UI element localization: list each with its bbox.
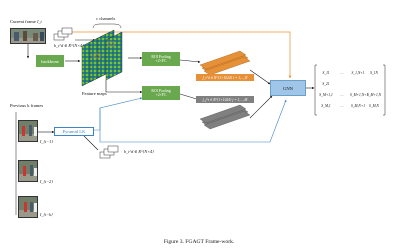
frame-t1-thumbnail bbox=[19, 121, 37, 141]
backbone-box: backbone bbox=[36, 55, 64, 67]
frame-t2-label: I_{t−2} bbox=[40, 179, 53, 184]
frame-tk-image bbox=[18, 196, 38, 218]
matrix-cell: S_1N bbox=[370, 70, 378, 75]
matrix-cell: S_M,N bbox=[369, 103, 379, 108]
matrix-row: S_11 … S_1,N+1 S_1N bbox=[318, 67, 382, 78]
matrix-cell: S_1,N+1 bbox=[351, 70, 365, 75]
blue-route-gnn bbox=[99, 99, 287, 143]
blue-route-roi2 bbox=[93, 97, 143, 131]
current-frame-label: Current frame I_t bbox=[10, 19, 42, 24]
matrix-cell: S_M+1,N+1 bbox=[350, 92, 369, 97]
bbox-stack-bottom bbox=[99, 145, 119, 159]
matrix-cell: … bbox=[340, 70, 344, 75]
gray-feature-stack bbox=[199, 104, 251, 130]
matrix-cell: S_M+1,N bbox=[366, 92, 382, 97]
c-channels-label: c channels bbox=[96, 16, 116, 21]
feature-bottom-label: f_j^t ∈ R^{1×1024} j = 1,…,M bbox=[196, 96, 254, 103]
bbox-stack-top bbox=[53, 27, 73, 41]
frame-t1-image bbox=[18, 120, 38, 142]
previous-frames-label: Previous k frames bbox=[10, 103, 44, 108]
orange-route bbox=[62, 31, 292, 79]
figure-caption: Figure 3. FGAGT Frame-work. bbox=[163, 239, 235, 245]
arrow-gray-to-gnn bbox=[249, 95, 273, 119]
gnn-box: GNN bbox=[270, 80, 306, 96]
frame-t1-label: I_{t−1} bbox=[40, 139, 53, 144]
feature-maps-label: Feature maps bbox=[82, 91, 107, 96]
frame-tk-label: I_{t−k} bbox=[40, 212, 53, 217]
arrow-orange-to-gnn bbox=[249, 69, 271, 85]
orange-feature-stack bbox=[199, 50, 251, 76]
bbox-bottom-label: b_t^d ∈ R^{N×4} bbox=[124, 149, 154, 154]
arrow-roi1-to-orange bbox=[179, 59, 201, 63]
arrow-features-to-roi2 bbox=[105, 80, 143, 94]
matrix-cell: S_M,1 bbox=[321, 103, 331, 108]
matrix-row: S_21 bbox=[318, 78, 382, 89]
c-channels-brace bbox=[92, 23, 122, 29]
matrix-cell: … bbox=[340, 92, 344, 97]
street-scene-thumbnail bbox=[11, 29, 45, 43]
frame-t2-image bbox=[18, 160, 38, 182]
roi-pooling-box-bottom: ROI Pooling +2×FC bbox=[142, 86, 180, 100]
matrix-cell: S_11 bbox=[322, 70, 330, 75]
matrix-brackets bbox=[314, 64, 386, 116]
feature-top-label: f_i^d ∈ R^{1×1024} i = 1,…,N bbox=[196, 74, 254, 81]
feature-maps-stack bbox=[81, 29, 123, 87]
matrix-cell: … bbox=[340, 103, 344, 108]
matrix-cell: S_21 bbox=[322, 81, 330, 86]
pyramid-lk-box: Pyramid LK bbox=[54, 127, 94, 136]
frame-tk-thumbnail bbox=[19, 197, 37, 217]
frame-t2-thumbnail bbox=[19, 161, 37, 181]
roi-pooling-box-top: ROI Pooling +2×FC bbox=[142, 52, 180, 66]
bbox-top-label: b_t^d ∈ R^{N×4} bbox=[54, 43, 84, 48]
current-frame-image bbox=[10, 28, 46, 44]
matrix-cell: S_M+1,1 bbox=[319, 92, 333, 97]
matrix-cell: S_M,N+1 bbox=[350, 103, 366, 108]
line-lk-to-bbox bbox=[83, 135, 99, 151]
